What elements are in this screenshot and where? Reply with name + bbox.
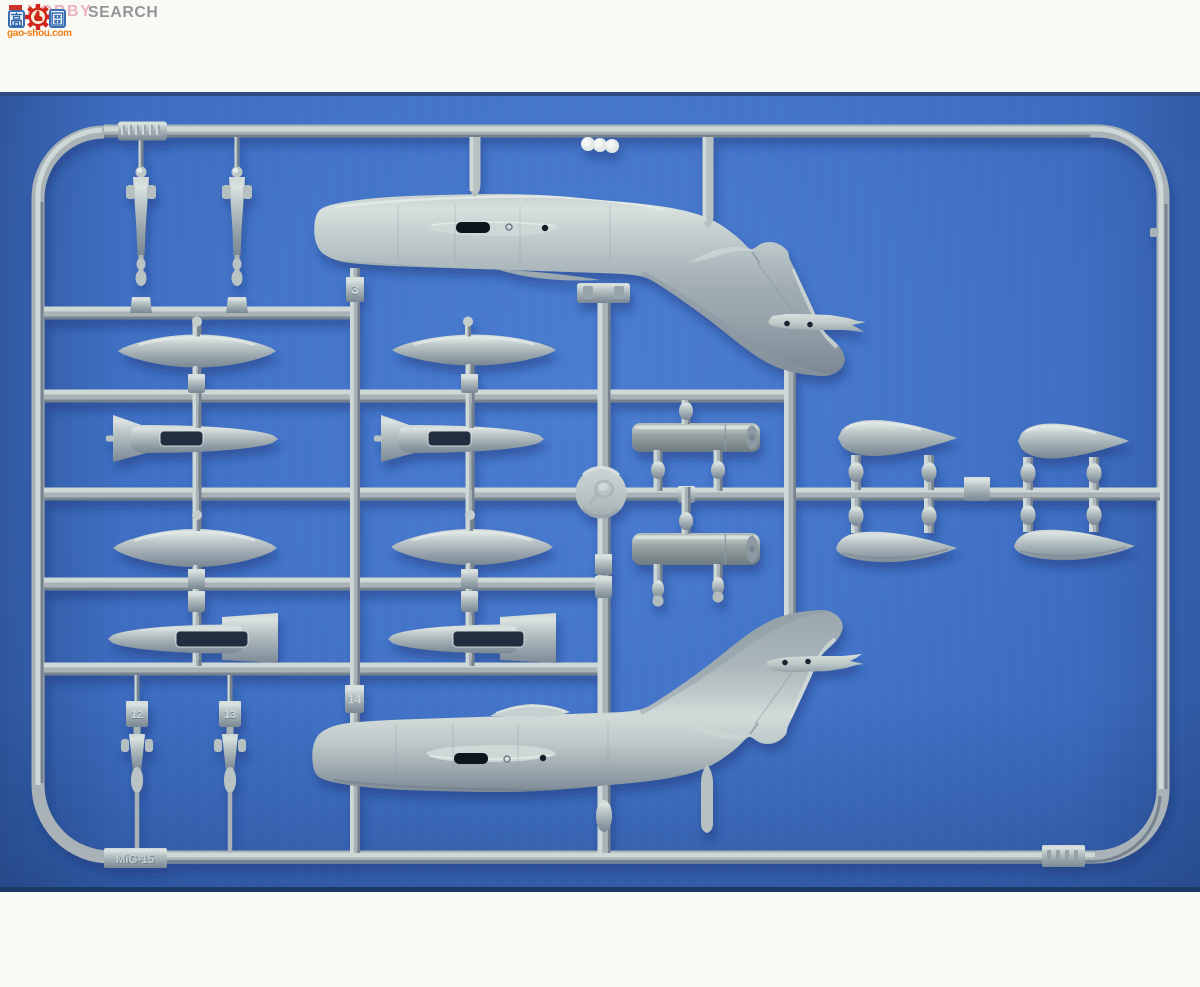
svg-text:MiG-15: MiG-15 <box>117 855 156 867</box>
svg-text:3: 3 <box>351 282 358 297</box>
svg-text:12: 12 <box>131 710 143 722</box>
svg-text:12: 12 <box>131 709 143 721</box>
svg-text:13: 13 <box>224 709 236 721</box>
svg-text:13: 13 <box>224 710 236 722</box>
svg-text:3: 3 <box>351 283 358 298</box>
svg-text:MiG-15: MiG-15 <box>116 854 155 866</box>
svg-text:14: 14 <box>348 693 362 707</box>
svg-text:14: 14 <box>348 692 362 706</box>
